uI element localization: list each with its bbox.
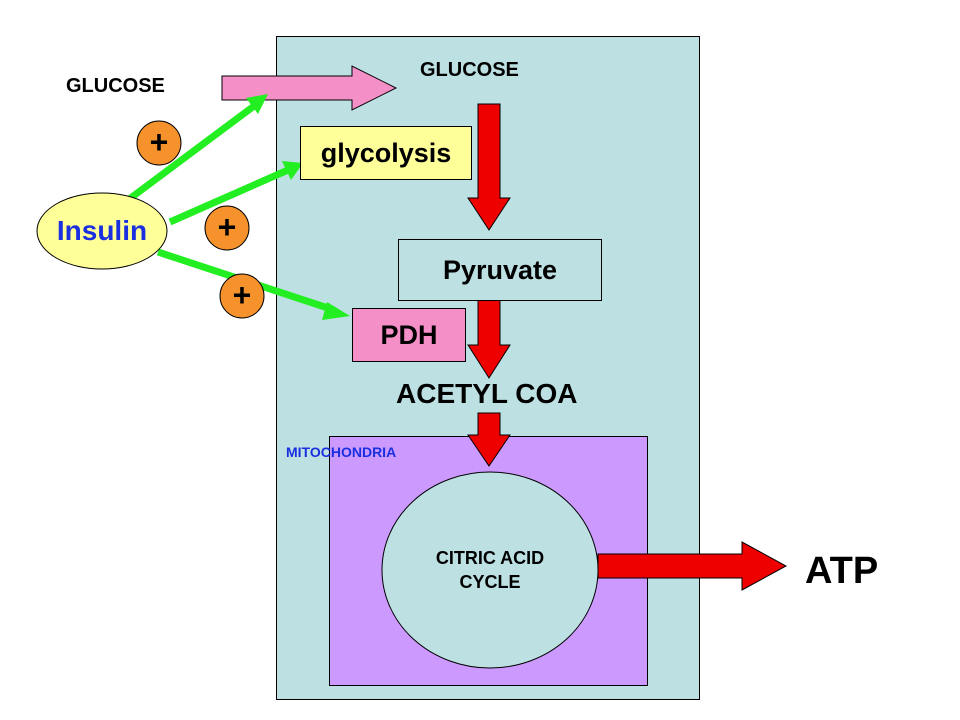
pyruvate-label: Pyruvate xyxy=(442,254,558,285)
plus-badge-1 xyxy=(136,120,182,166)
plus-sign-1: + xyxy=(149,124,169,160)
pyruvate-box: Pyruvate xyxy=(398,239,602,301)
plus-badge-3 xyxy=(219,273,265,319)
insulin-to-glucose-arrow xyxy=(125,94,268,203)
plus-sign-2: + xyxy=(217,209,237,245)
pyruvate-to-acetylcoa-arrow xyxy=(467,291,511,379)
glucose-uptake-arrow xyxy=(221,65,398,111)
insulin-to-glycolysis-arrow xyxy=(168,161,303,226)
glycolysis-box: glycolysis xyxy=(300,126,472,180)
pdh-label: PDH xyxy=(380,319,438,350)
glucose-inside-label: GLUCOSE xyxy=(420,59,519,81)
mitochondria-label: MITOCHONDRIA xyxy=(286,444,397,460)
citric-acid-cycle-label: CITRIC ACID CYCLE xyxy=(400,546,580,594)
citric-acid-cycle-circle xyxy=(381,471,599,669)
plus-sign-3: + xyxy=(232,277,252,313)
glycolysis-label: glycolysis xyxy=(320,137,452,168)
insulin-ellipse xyxy=(36,192,168,270)
atp-label: ATP xyxy=(805,550,879,592)
citric-acid-line2: CYCLE xyxy=(459,572,521,592)
insulin-label: Insulin xyxy=(56,215,148,246)
citric-cycle-to-atp-arrow xyxy=(597,541,788,591)
acetyl-coa-label: ACETYL COA xyxy=(396,378,578,409)
plus-badge-2 xyxy=(204,205,250,251)
glucose-to-pyruvate-arrow xyxy=(467,103,511,231)
acetylcoa-to-mitochondria-arrow xyxy=(467,412,511,467)
pdh-box: PDH xyxy=(352,308,466,362)
citric-acid-line1: CITRIC ACID xyxy=(435,548,545,568)
glucose-outside-label: GLUCOSE xyxy=(66,75,165,97)
